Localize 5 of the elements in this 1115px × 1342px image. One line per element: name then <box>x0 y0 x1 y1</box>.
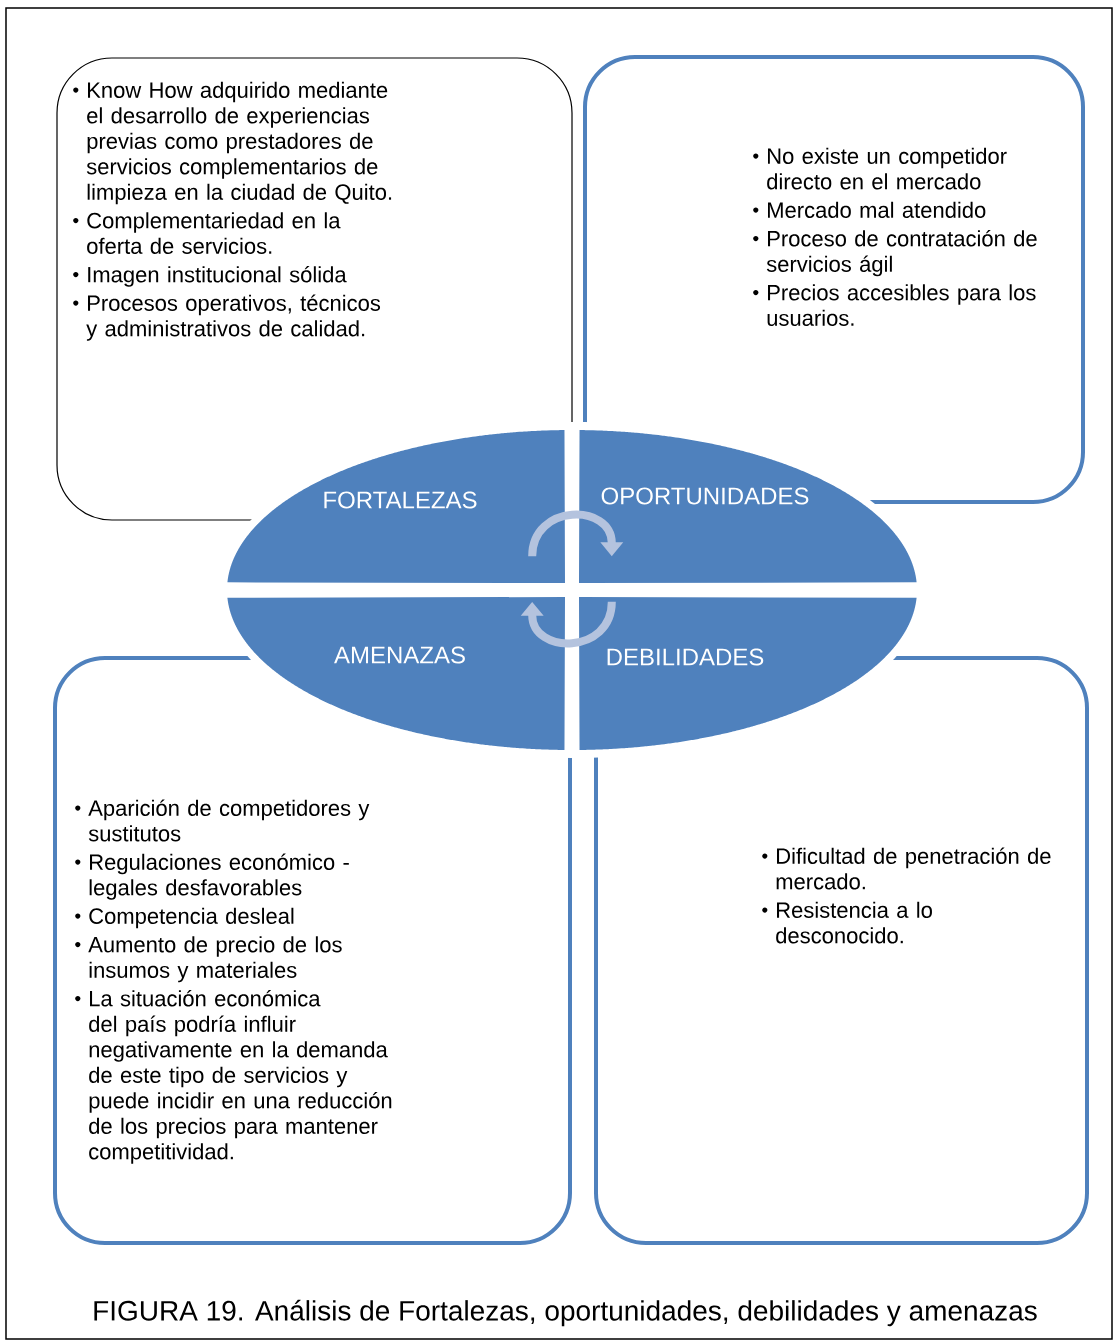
quadrant-segment: AMENAZAS <box>227 597 565 750</box>
figure-caption: FIGURA 19. Análisis de Fortalezas, oportunidades, debilidades y amenazas <box>94 1299 1037 1327</box>
quadrant-segment: DEBILIDADES <box>579 597 917 750</box>
quadrant-segment: OPORTUNIDADES <box>579 430 917 583</box>
quadrant-segment: FORTALEZAS <box>227 430 565 583</box>
